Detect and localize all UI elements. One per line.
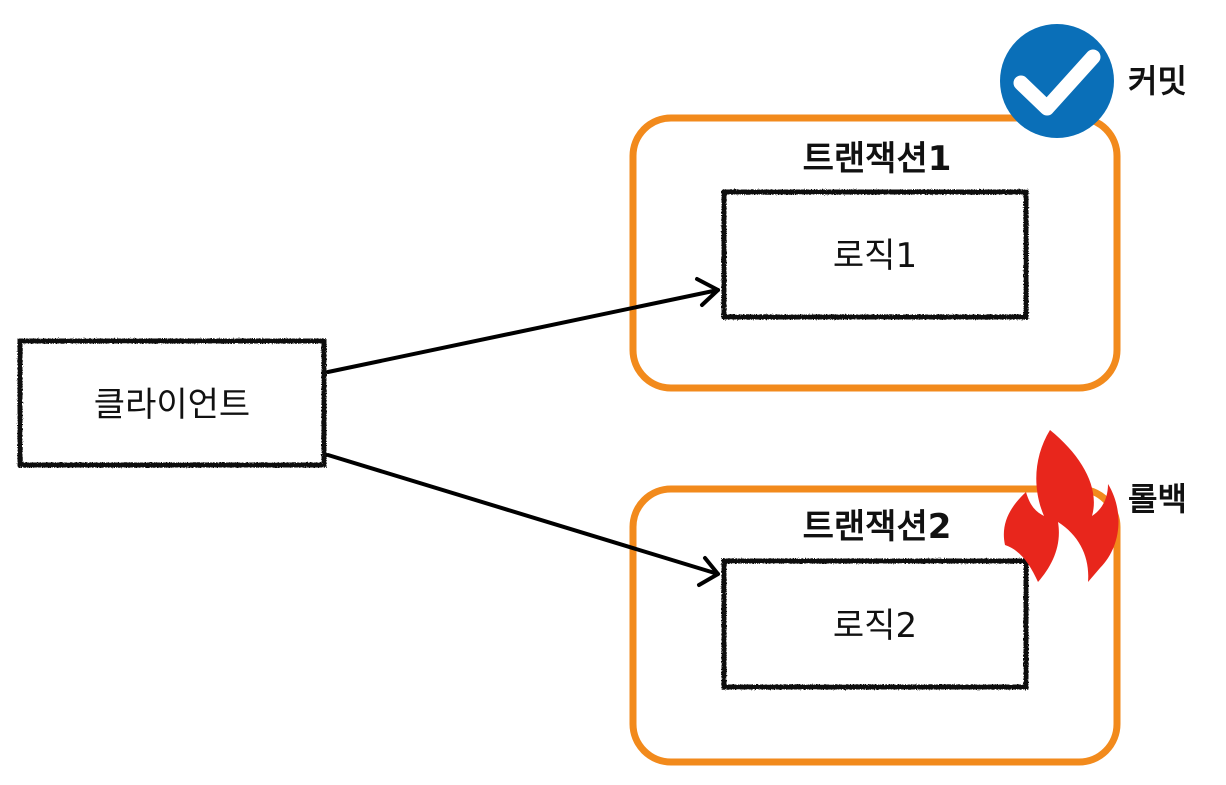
client-label: 클라이언트 bbox=[94, 385, 250, 425]
rollback-label: 롤백 bbox=[1128, 480, 1187, 518]
arrow-client-to-logic-1 bbox=[326, 277, 720, 374]
transaction-1-title: 트랜잭션1 bbox=[803, 139, 952, 179]
arrow-client-to-logic-2 bbox=[326, 453, 720, 587]
rollback-indicator: 롤백 bbox=[1003, 430, 1187, 582]
transaction-1-container bbox=[629, 114, 1121, 392]
transaction-1-group: 트랜잭션1 로직1 bbox=[629, 114, 1121, 392]
transaction-2-title: 트랜잭션2 bbox=[803, 507, 952, 547]
logic-1-label: 로직1 bbox=[833, 236, 917, 276]
client-box bbox=[17, 338, 327, 468]
logic-2-box bbox=[721, 558, 1029, 690]
transaction-2-container bbox=[629, 485, 1121, 766]
transaction-2-group: 트랜잭션2 로직2 bbox=[629, 485, 1121, 766]
client-group: 클라이언트 bbox=[17, 338, 327, 468]
logic-1-box bbox=[721, 189, 1029, 320]
commit-label: 커밋 bbox=[1128, 62, 1187, 100]
logic-2-label: 로직2 bbox=[833, 606, 917, 646]
fire-icon bbox=[1003, 430, 1119, 582]
commit-indicator: 커밋 bbox=[1000, 24, 1187, 138]
check-circle-icon bbox=[1000, 24, 1114, 138]
